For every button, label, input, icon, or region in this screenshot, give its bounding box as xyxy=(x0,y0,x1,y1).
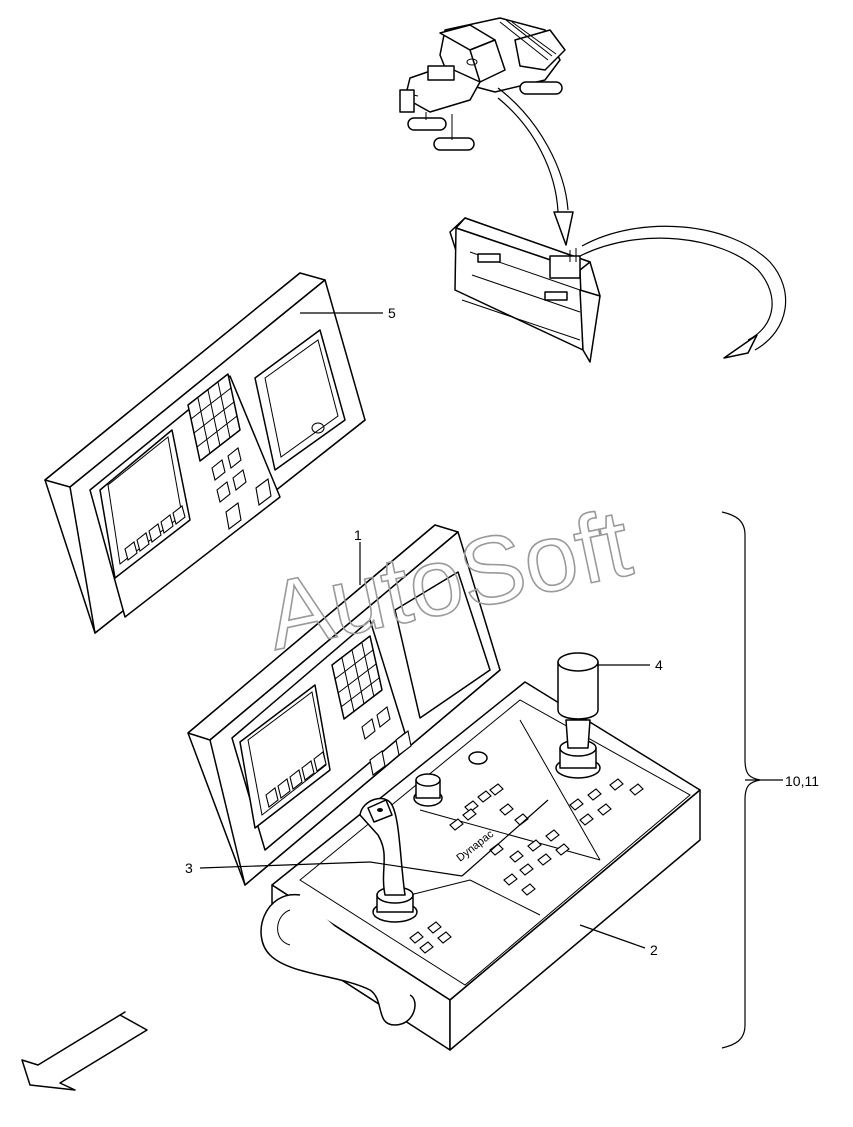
screed-illustration xyxy=(449,217,601,363)
paver-machine-illustration xyxy=(399,17,566,151)
callout-1: 1 xyxy=(354,527,362,543)
callout-2: 2 xyxy=(650,942,658,958)
callout-3: 3 xyxy=(185,860,193,876)
leader-3 xyxy=(199,861,371,869)
display-function-keys xyxy=(124,505,186,561)
console-function-keys xyxy=(265,751,327,808)
callout-4: 4 xyxy=(655,657,663,673)
callout-5: 5 xyxy=(388,305,396,321)
arrow-paver-to-screed xyxy=(497,87,569,211)
console-side-screen xyxy=(394,571,491,719)
rotation-arrow-head-icon xyxy=(723,334,758,359)
callout-10-11: 10,11 xyxy=(785,773,819,789)
console-grab-handle xyxy=(260,894,416,1026)
emergency-stop xyxy=(468,751,488,765)
control-console-assembly: Dynapac xyxy=(187,524,701,1051)
keypad-grid xyxy=(187,373,241,462)
side-monitor-5 xyxy=(254,329,346,471)
leader-2 xyxy=(579,924,646,949)
rotation-arrow xyxy=(581,225,787,351)
console-base-keys xyxy=(409,778,644,954)
display-panel-assembly xyxy=(44,272,366,634)
right-joystick xyxy=(555,652,601,779)
left-joystick xyxy=(359,797,418,923)
direction-arrow-icon xyxy=(21,1011,148,1091)
arrow-head-icon xyxy=(553,211,574,246)
console-keypad-grid xyxy=(331,635,383,720)
